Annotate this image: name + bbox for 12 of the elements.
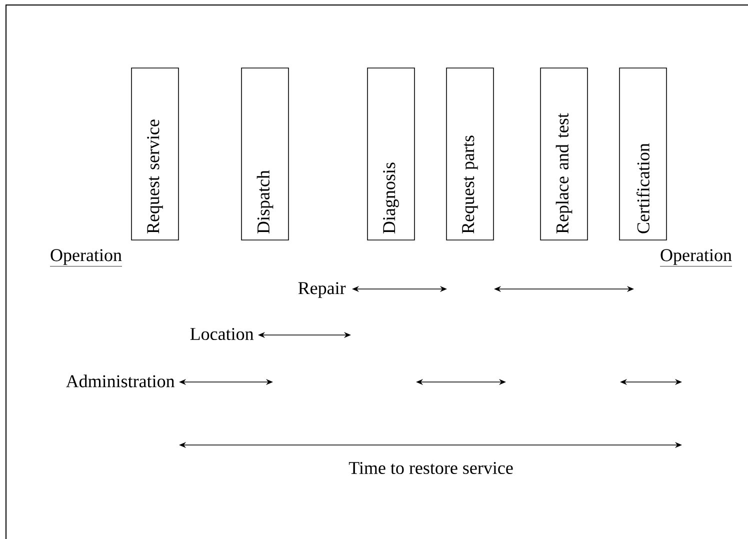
span-label: Administration [66, 374, 175, 388]
process-box: Replace and test [540, 68, 588, 240]
span-label: Location [190, 328, 254, 340]
process-box: Request parts [446, 68, 494, 240]
process-box: Diagnosis [367, 68, 415, 240]
process-box: Certification [619, 68, 667, 240]
underlined-label: Operation [660, 249, 732, 266]
process-box: Dispatch [241, 68, 289, 240]
span-label: Repair [298, 282, 346, 298]
span-label: Time to restore service [348, 462, 513, 474]
process-box: Request service [131, 68, 179, 240]
underlined-label: Operation [50, 249, 122, 266]
